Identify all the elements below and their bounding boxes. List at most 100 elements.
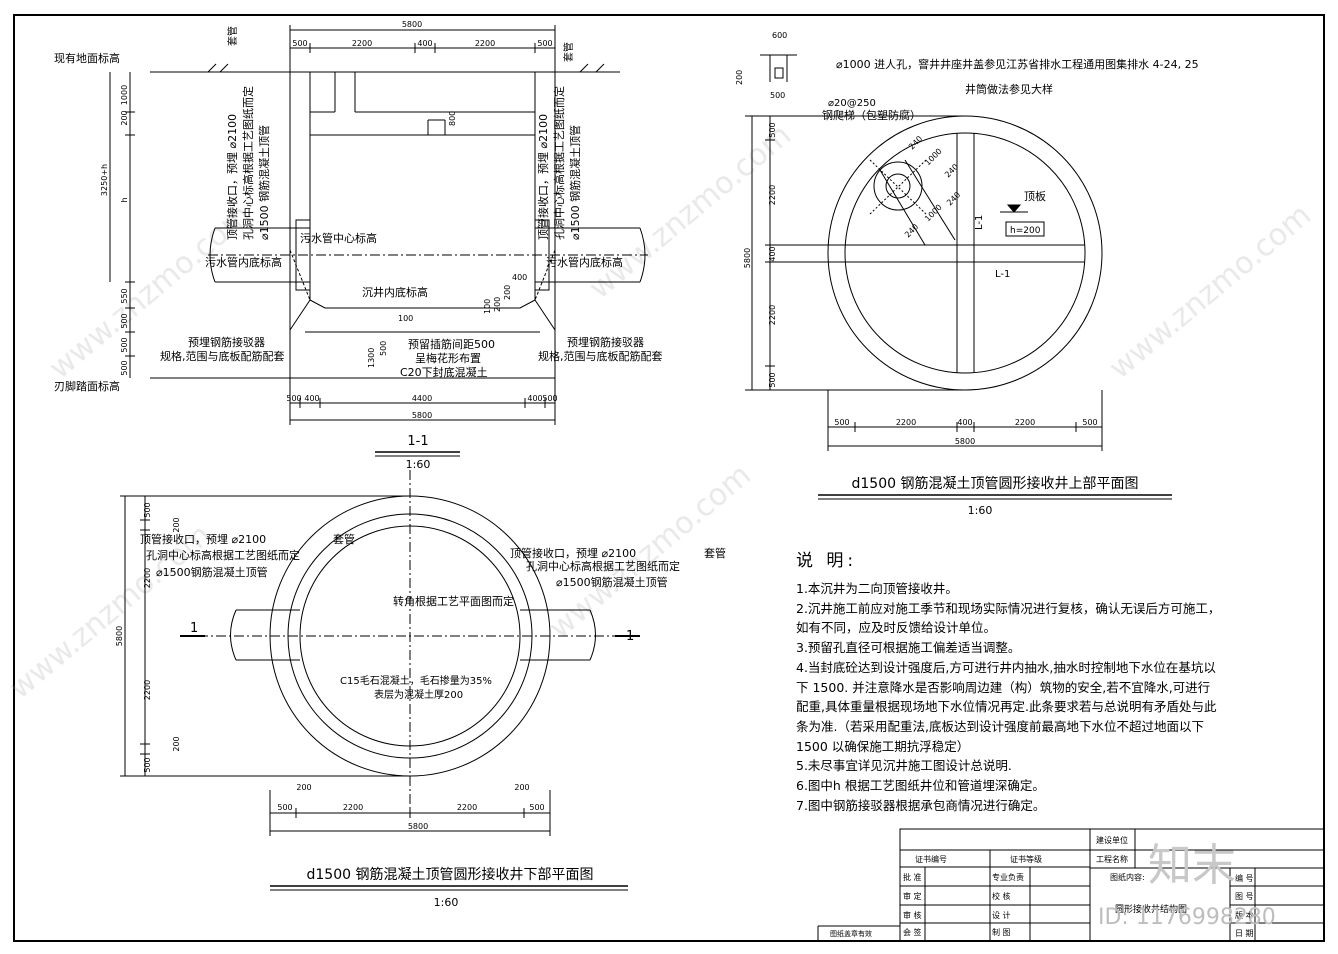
note-line: 7.图中钢筋接驳器根据承包商情况进行确定。 bbox=[796, 797, 1046, 813]
corner-note: 转角根据工艺平面图而定 bbox=[393, 594, 514, 608]
tb-review: 审 定 bbox=[903, 891, 922, 901]
section-scale: 1:60 bbox=[406, 458, 431, 471]
jacking-note-right: 孔洞中心标高根据工艺图纸而定 bbox=[526, 559, 680, 573]
bottom-plan-title: d1500 钢筋混凝土顶管圆形接收井下部平面图 bbox=[307, 866, 594, 883]
dim-vertical: h bbox=[120, 197, 129, 202]
dim-total: 5800 bbox=[412, 411, 432, 420]
dim-total: 5800 bbox=[955, 437, 975, 446]
jacking-note-right: 顶管接收口，预埋 ⌀2100 bbox=[536, 114, 550, 240]
sleeve-label: 套管 bbox=[562, 42, 575, 62]
manhole-note: ⌀1000 进人孔，窨井井座井盖参见江苏省排水工程通用图集排水 4-24, 25 bbox=[836, 57, 1199, 71]
dim-part: 500 bbox=[834, 418, 849, 427]
dim-inner: 200 bbox=[503, 285, 512, 300]
tb-specialty: 专业负责 bbox=[992, 872, 1024, 882]
tb-client: 建设单位 bbox=[1096, 835, 1128, 845]
watermark-site: www.znzmo.com bbox=[583, 118, 798, 307]
ladder-spec: ⌀20@250 bbox=[828, 98, 876, 109]
dim-total: 5800 bbox=[402, 20, 422, 29]
dim-part: 500 bbox=[1082, 418, 1097, 427]
cut-marker: 1 bbox=[626, 629, 634, 644]
watermark-site: www.znzmo.com bbox=[1103, 198, 1318, 387]
manhole-dim: 240 bbox=[907, 134, 924, 151]
top-plan-title: d1500 钢筋混凝土顶管圆形接收井上部平面图 bbox=[852, 475, 1139, 492]
dim-vertical: 500 bbox=[120, 337, 129, 352]
dim-inner: 100 bbox=[483, 299, 492, 314]
dim-part: 2200 bbox=[457, 803, 477, 812]
detail-dim: 500 bbox=[770, 91, 785, 100]
beam-label: L-1 bbox=[974, 215, 985, 230]
dim-vertical: 2200 bbox=[768, 185, 777, 205]
dim-vertical: 400 bbox=[768, 246, 777, 261]
fill-note: 表层为混凝土厚200 bbox=[374, 688, 463, 701]
tb-right-label: 编 号 bbox=[1235, 873, 1254, 883]
notes-title: 说 明: bbox=[796, 551, 858, 571]
dim-part: 500 bbox=[529, 803, 544, 812]
watermark-logo: 知末 ID: 1176998280 bbox=[1098, 840, 1276, 930]
bottom-plan-view bbox=[120, 470, 640, 891]
rebar-coupler-note: 规格,范围与底板配筋配套 bbox=[538, 349, 663, 363]
tb-right-label: 版 本 bbox=[1235, 910, 1254, 920]
title-block bbox=[817, 828, 1325, 942]
top-slab-label: 顶板 bbox=[1024, 189, 1046, 203]
fill-note: C15毛石混凝土，毛石掺量为35% bbox=[340, 674, 492, 687]
note-line: 下 1500. 并注意降水是否影响周边建（构）筑物的安全,若不宜降水,可进行 bbox=[796, 679, 1211, 695]
jacking-note-right: ⌀1500 钢筋混凝土顶管 bbox=[568, 125, 582, 240]
dim-part: 2200 bbox=[352, 39, 372, 48]
dim-total: 5800 bbox=[408, 822, 428, 831]
jacking-note-left: ⌀1500钢筋混凝土顶管 bbox=[156, 565, 268, 579]
dim-vertical: 500 bbox=[120, 313, 129, 328]
jacking-note-right: ⌀1500钢筋混凝土顶管 bbox=[556, 575, 668, 589]
cut-marker: 1 bbox=[190, 621, 198, 636]
well-bottom-label: 沉井内底标高 bbox=[362, 285, 428, 299]
title-block-texts: 证书编号 证书等级 批 准 审 定 审 核 会 签 专业负责 校 核 设 计 制… bbox=[830, 835, 1254, 938]
tb-check: 校 核 bbox=[992, 891, 1011, 901]
manhole-dim: 1000 bbox=[923, 203, 944, 224]
tb-audit: 审 核 bbox=[903, 910, 922, 920]
pipe-invert-label: 污水管内底标高 bbox=[546, 255, 623, 269]
jacking-note-left: 顶管接收口，预埋 ⌀2100 bbox=[140, 532, 266, 546]
dim-vertical: 500 bbox=[768, 372, 777, 387]
ground-elevation-label: 现有地面标高 bbox=[54, 51, 120, 65]
tb-project: 工程名称 bbox=[1096, 854, 1128, 864]
sleeve-label: 套管 bbox=[226, 26, 239, 46]
tb-content: 图纸内容: bbox=[1110, 872, 1145, 882]
dim-inner: 1300 bbox=[367, 348, 376, 368]
tb-right-label: 日 期 bbox=[1235, 929, 1254, 938]
sleeve-label: 套管 bbox=[704, 546, 726, 560]
rebar-coupler-label: 预埋钢筋接驳器 bbox=[567, 335, 644, 349]
jacking-note-right: 顶管接收口，预埋 ⌀2100 bbox=[510, 546, 636, 560]
note-line: 条为准.（若采用配重法,底板达到设计强度前最高地下水位不超过地面以下 bbox=[796, 718, 1204, 734]
note-line: 1500 以确保施工期抗浮稳定） bbox=[796, 738, 970, 754]
note-line: 4.当封底砼达到设计强度后,方可进行井内抽水,抽水时控制地下水位在基坑以 bbox=[796, 659, 1216, 675]
manhole-dim: 1000 bbox=[923, 147, 944, 168]
dim-inner: 800 bbox=[448, 111, 457, 126]
watermark-id: ID: 1176998280 bbox=[1098, 905, 1276, 930]
dim-part: 2200 bbox=[1015, 418, 1035, 427]
dim-total: 5800 bbox=[743, 248, 752, 268]
sheet-border bbox=[13, 14, 1325, 942]
dim-vertical: 2200 bbox=[143, 680, 152, 700]
tb-draw: 制 图 bbox=[992, 927, 1011, 937]
shaft-note: 井筒做法参见大样 bbox=[965, 82, 1053, 96]
bottom-plan-texts: 套管 套管 顶管接收口，预埋 ⌀2100 孔洞中心标高根据工艺图纸而定 ⌀150… bbox=[115, 502, 726, 909]
dim-inner: 500 bbox=[379, 341, 388, 356]
dim-vertical: 2200 bbox=[143, 568, 152, 588]
tb-content-value: 圆形接收井结构图 bbox=[1115, 903, 1187, 915]
dim-part: 400 bbox=[417, 39, 432, 48]
beam-label: L-1 bbox=[995, 269, 1010, 280]
top-plan-scale: 1:60 bbox=[968, 504, 993, 517]
blade-foot-label: 刃脚踏面标高 bbox=[54, 379, 120, 393]
dim-vertical: 200 bbox=[120, 110, 129, 125]
note-line: 5.未尽事宜详见沉井施工图设计总说明. bbox=[796, 758, 1012, 774]
dim-part: 2200 bbox=[343, 803, 363, 812]
dim-total: 5800 bbox=[115, 626, 124, 646]
jacking-note-left: ⌀1500 钢筋混凝土顶管 bbox=[257, 125, 271, 240]
tb-approve: 批 准 bbox=[903, 872, 922, 882]
dowel-note: 呈梅花形布置 bbox=[415, 351, 481, 365]
dim-vertical: 2200 bbox=[768, 305, 777, 325]
dim-part: 400 bbox=[304, 394, 319, 403]
sleeve-label: 套管 bbox=[333, 532, 355, 546]
pipe-center-label: 污水管中心标高 bbox=[300, 231, 377, 245]
ladder-note: 钢爬梯（包塑防腐） bbox=[822, 108, 921, 122]
